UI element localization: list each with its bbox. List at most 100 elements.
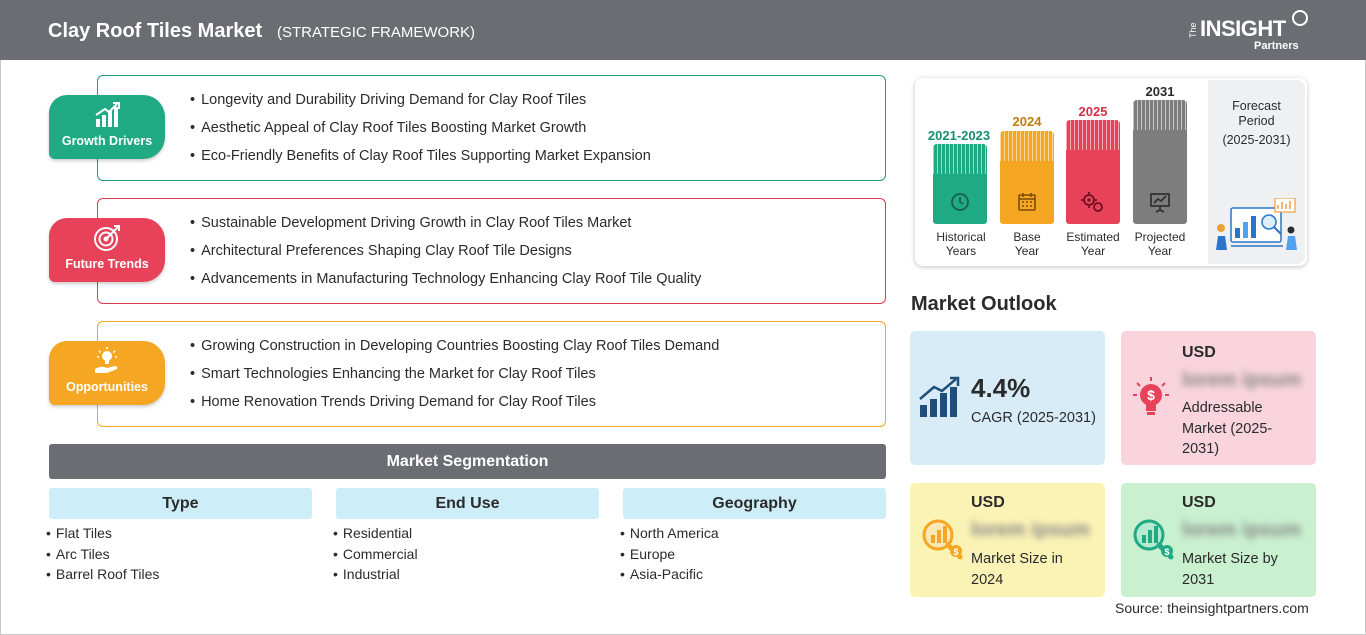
opportunity-item: Home Renovation Trends Driving Demand fo… <box>190 394 719 422</box>
size-2031-label: Market Size by 2031 <box>1182 549 1278 590</box>
size-2024-value: lorem ipsum <box>971 519 1090 541</box>
lightbulb-hand-icon <box>95 347 118 373</box>
analytics-people-illustration-icon <box>1216 198 1297 250</box>
logo-ring-icon <box>1292 10 1308 26</box>
growth-bars-icon <box>919 376 960 417</box>
segment-heading-end-use: End Use <box>336 488 599 519</box>
forecast-line: Period <box>1238 114 1275 128</box>
future-trend-item: Sustainable Development Driving Growth i… <box>190 215 701 243</box>
segment-list-type: Flat Tiles Arc Tiles Barrel Roof Tiles <box>46 525 159 587</box>
growth-driver-item: Aesthetic Appeal of Clay Roof Tiles Boos… <box>190 120 651 148</box>
timeline-label-line: Year <box>1147 244 1173 258</box>
addressable-label: Addressable Market (2025- 2031) <box>1182 398 1272 460</box>
size-2031-label-line: Market Size by <box>1182 551 1278 567</box>
timeline-bar-base <box>1000 131 1054 224</box>
opportunities-label: Opportunities <box>66 380 148 394</box>
addressable-label-line: Addressable <box>1182 400 1263 416</box>
gears-icon <box>1081 192 1103 212</box>
logo-brand: INSIGHT <box>1200 16 1286 41</box>
future-trends-badge: Future Trends <box>49 218 165 282</box>
timeline-label-line: Years <box>945 244 977 258</box>
size-2024-currency: USD <box>971 494 1005 511</box>
forecast-line: Forecast <box>1232 99 1281 113</box>
logo-partners: Partners <box>1254 40 1299 52</box>
header-bar: Clay Roof Tiles Market (STRATEGIC FRAMEW… <box>0 0 1366 60</box>
growth-drivers-box: Longevity and Durability Driving Demand … <box>97 75 886 181</box>
growth-drivers-label: Growth Drivers <box>61 134 153 148</box>
cagr-value: 4.4% <box>971 373 1031 403</box>
segment-list-geography: North America Europe Asia-Pacific <box>620 525 719 587</box>
magnifier-chart-icon: $ <box>1133 519 1174 560</box>
size-2024-label-line: Market Size in <box>971 551 1063 567</box>
segment-list-end-use: Residential Commercial Industrial <box>333 525 418 587</box>
timeline-year-historical: 2021-2023 <box>927 128 991 143</box>
clock-icon <box>951 193 969 211</box>
size-2031-label-line: 2031 <box>1182 571 1215 588</box>
market-outlook-title: Market Outlook <box>911 293 1057 315</box>
forecast-period-label: Forecast Period (2025-2031) <box>1208 99 1305 148</box>
opportunities-badge: Opportunities <box>49 341 165 405</box>
segment-item: Europe <box>620 546 719 567</box>
segment-item: Residential <box>333 525 418 546</box>
timeline-bar-estimated <box>1066 120 1120 224</box>
size-2024-label: Market Size in 2024 <box>971 549 1063 590</box>
segment-item: North America <box>620 525 719 546</box>
target-icon <box>94 225 120 251</box>
addressable-currency: USD <box>1182 344 1216 361</box>
market-size-2024-card: $ USD lorem ipsum Market Size in 2024 <box>910 483 1105 597</box>
market-segmentation-header: Market Segmentation <box>49 444 886 479</box>
page-title: Clay Roof Tiles Market <box>48 20 263 42</box>
segment-item: Commercial <box>333 546 418 567</box>
segment-item: Barrel Roof Tiles <box>46 566 159 587</box>
timeline-bar-projected <box>1133 100 1187 224</box>
timeline-card: 2021-2023 Historical Years 2024 Base Yea… <box>915 78 1307 266</box>
future-trends-box: Sustainable Development Driving Growth i… <box>97 198 886 304</box>
insight-partners-logo[interactable]: The INSIGHT Partners <box>1188 8 1318 54</box>
market-size-2031-card: $ USD lorem ipsum Market Size by 2031 <box>1121 483 1316 597</box>
opportunity-item: Growing Construction in Developing Count… <box>190 338 719 366</box>
timeline-bar-historical <box>933 144 987 224</box>
segment-item: Asia-Pacific <box>620 566 719 587</box>
timeline-year-base: 2024 <box>1012 114 1042 129</box>
timeline-year-estimated: 2025 <box>1078 104 1108 119</box>
svg-text:$: $ <box>1164 547 1169 557</box>
growth-drivers-badge: Growth Drivers <box>49 95 165 159</box>
timeline-label-line: Historical <box>936 230 986 244</box>
segment-heading-geography: Geography <box>623 488 886 519</box>
growth-driver-item: Longevity and Durability Driving Demand … <box>190 92 651 120</box>
cagr-label: CAGR (2025-2031) <box>971 410 1096 426</box>
timeline-label-estimated: Estimated Year <box>1056 230 1130 258</box>
segment-heading-type: Type <box>49 488 312 519</box>
growth-driver-item: Eco-Friendly Benefits of Clay Roof Tiles… <box>190 148 651 176</box>
segment-item: Flat Tiles <box>46 525 159 546</box>
segment-item: Industrial <box>333 566 418 587</box>
future-trend-item: Architectural Preferences Shaping Clay R… <box>190 243 701 271</box>
timeline-label-line: Base <box>1013 230 1041 244</box>
timeline-label-line: Year <box>1014 244 1040 258</box>
growth-chart-icon <box>95 102 120 127</box>
addressable-label-line: Market (2025- <box>1182 420 1273 437</box>
size-2031-currency: USD <box>1182 494 1216 511</box>
timeline-label-historical: Historical Years <box>924 230 998 258</box>
presentation-icon <box>1150 193 1170 213</box>
calendar-icon <box>1018 193 1036 211</box>
size-2024-label-line: 2024 <box>971 571 1004 588</box>
bulb-dollar-icon: $ <box>1133 377 1169 415</box>
future-trend-item: Advancements in Manufacturing Technology… <box>190 271 701 299</box>
addressable-value: lorem ipsum <box>1182 369 1301 391</box>
segment-item: Arc Tiles <box>46 546 159 567</box>
timeline-label-line: Year <box>1080 244 1106 258</box>
opportunities-box: Growing Construction in Developing Count… <box>97 321 886 427</box>
cagr-card: 4.4% CAGR (2025-2031) <box>910 331 1105 465</box>
svg-text:$: $ <box>953 547 958 557</box>
logo-the: The <box>1188 22 1198 38</box>
timeline-year-projected: 2031 <box>1145 84 1175 99</box>
timeline-label-projected: Projected Year <box>1123 230 1197 258</box>
addressable-market-card: $ USD lorem ipsum Addressable Market (20… <box>1121 331 1316 465</box>
timeline-label-base: Base Year <box>990 230 1064 258</box>
timeline-label-line: Projected <box>1134 230 1186 244</box>
forecast-line: (2025-2031) <box>1222 133 1291 147</box>
timeline-label-line: Estimated <box>1066 230 1120 244</box>
page-subtitle: (STRATEGIC FRAMEWORK) <box>277 24 476 41</box>
magnifier-chart-icon: $ <box>922 519 963 560</box>
